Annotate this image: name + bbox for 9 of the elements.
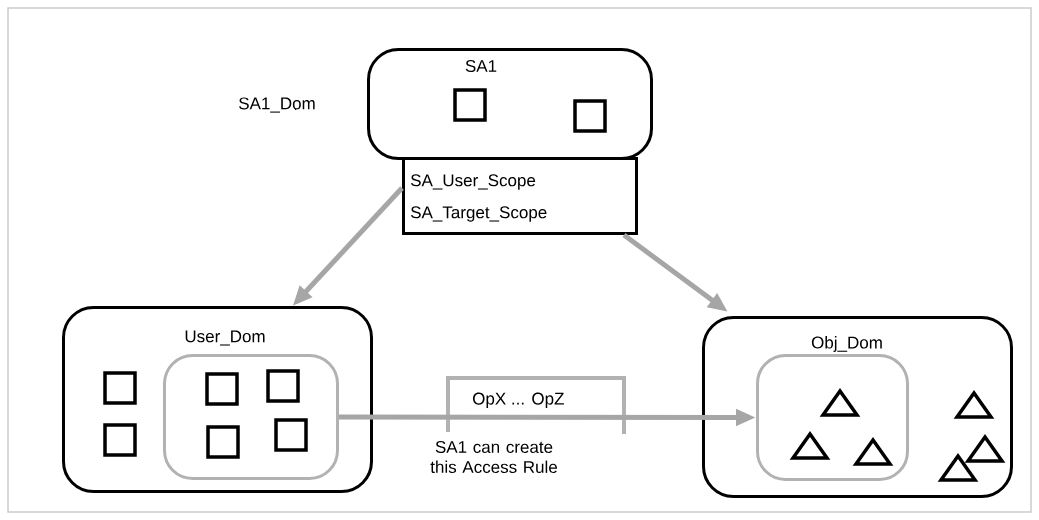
domain-box [163, 354, 339, 480]
edge-label: OpX ... OpZ [473, 392, 564, 408]
note: SA1 can create this Access Rule [430, 441, 557, 474]
domain-box: SA1 [367, 48, 653, 160]
domain-box: User_Dom [62, 306, 373, 493]
domain-box [756, 354, 909, 481]
domain-label: SA1_Dom [239, 97, 315, 113]
scope-box: SA_User_Scope SA_Target_Scope [402, 157, 638, 235]
domain-box: Obj_Dom [702, 316, 1013, 498]
